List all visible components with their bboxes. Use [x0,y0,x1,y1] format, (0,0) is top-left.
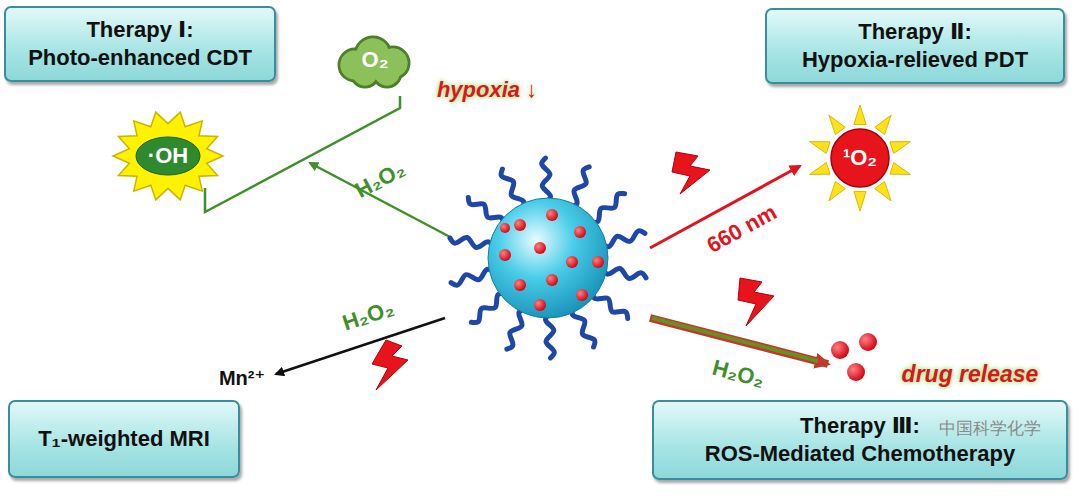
therapy-box: Therapy Ⅱ:Hypoxia-relieved PDT [765,8,1065,84]
radical-star: ·OH [110,108,226,204]
therapy-box: Therapy Ⅲ:ROS-Mediated Chemotherapy [652,400,1068,480]
drug-dots [499,209,604,311]
watermark: 中国科学化学 [939,417,1041,440]
singlet-oxygen-sun: ¹O₂ [804,102,916,214]
shape-text: ·OH [110,108,226,204]
polymer-chain [451,269,494,285]
box-text: Hypoxia-relieved PDT [802,46,1028,74]
arrow [650,318,828,364]
box-text: Therapy Ⅱ: [858,18,972,46]
polymer-chain [542,158,551,202]
polymer-chain [468,198,503,225]
wavelength-label: 660 nm [703,199,782,259]
box-text: Therapy Ⅰ: [86,16,193,44]
oxygen-cloud: O₂ [333,31,417,89]
polymer-chain [603,268,646,278]
reagent-label: H₂O₂ [709,355,767,394]
polymer-chain [593,292,628,319]
imaging-box: T₁-weighted MRI [8,400,240,478]
polymer-chain [571,167,589,207]
polymer-chain [591,193,625,222]
polymer-chain [450,237,493,247]
box-text: T₁-weighted MRI [38,425,210,453]
polymer-chain [602,231,645,247]
nanoparticle [488,198,608,318]
shape-text: O₂ [333,31,417,89]
lightning [372,152,774,390]
shape-text: ¹O₂ [804,102,916,214]
drug-dots [831,333,877,381]
note-text: hypoxia ↓ [437,77,537,103]
ion-label: Mn²⁺ [219,366,265,390]
arrow [652,318,818,361]
note-text: drug release [902,361,1039,388]
reagent-label: H₂O₂ [339,296,397,337]
polymer-chains [450,158,646,358]
polymer-chain [572,308,595,347]
polymer-chain [501,169,524,208]
polymer-chain [546,314,555,358]
therapy-box: Therapy Ⅰ:Photo-enhanced CDT [4,6,276,82]
box-text: Therapy Ⅲ: [800,412,920,440]
reagent-label: H₂O₂ [351,156,410,204]
polymer-chain [471,294,505,323]
polymer-chain [507,309,525,349]
box-text: Photo-enhanced CDT [28,44,252,72]
box-text: ROS-Mediated Chemotherapy [705,440,1016,468]
